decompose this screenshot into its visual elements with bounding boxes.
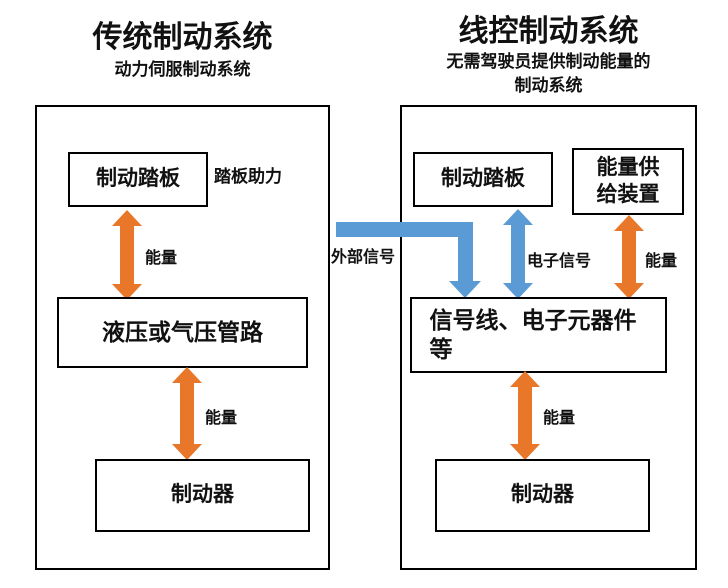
right-subtitle: 无需驾驶员提供制动能量的 制动系统 — [392, 50, 705, 98]
left-energy-arrow-bottom — [172, 367, 202, 460]
left-subtitle: 动力伺服制动系统 — [114, 60, 251, 79]
right-brake-box: 制动器 — [435, 459, 650, 532]
left-pipeline-box: 液压或气压管路 — [57, 297, 308, 368]
right-subtitle-line2: 制动系统 — [514, 76, 583, 95]
arrowhead-down-icon — [614, 283, 644, 299]
supply-energy-arrow — [614, 215, 644, 299]
arrow-shaft — [180, 383, 194, 444]
arrowhead-up-icon — [503, 209, 533, 225]
arrow-shaft — [518, 387, 532, 444]
external-signal-label: 外部信号 — [331, 249, 396, 266]
electronic-signal-arrow — [503, 209, 533, 299]
left-energy-arrow-top — [112, 210, 142, 300]
arrowhead-up-icon — [172, 367, 202, 383]
arrow-shaft — [511, 225, 525, 283]
arrow-shaft — [622, 231, 636, 283]
left-energy-label-bottom: 能量 — [205, 410, 238, 427]
signal-components-box: 信号线、电子元器件等 — [410, 297, 667, 373]
arrowhead-up-icon — [112, 210, 142, 226]
electronic-signal-label: 电子信号 — [527, 253, 592, 270]
left-pedal-box: 制动踏板 — [68, 152, 208, 207]
external-signal-arrowhead-icon — [449, 281, 481, 298]
signal-components-text: 信号线、电子元器件等 — [429, 307, 637, 362]
arrowhead-down-icon — [112, 284, 142, 300]
energy-supply-text: 能量供给装置 — [596, 156, 660, 206]
left-title: 传统制动系统 — [92, 21, 273, 54]
right-frame — [400, 105, 697, 570]
left-brake-box: 制动器 — [95, 459, 310, 532]
arrowhead-up-icon — [614, 215, 644, 231]
external-signal-arrow-vertical — [458, 222, 473, 282]
arrow-shaft — [120, 226, 134, 284]
left-energy-label-top: 能量 — [145, 250, 178, 267]
external-signal-arrow-horizontal — [336, 222, 473, 237]
arrowhead-down-icon — [172, 444, 202, 460]
supply-energy-label: 能量 — [645, 253, 678, 270]
right-subtitle-line1: 无需驾驶员提供制动能量的 — [446, 52, 651, 71]
arrowhead-down-icon — [510, 444, 540, 460]
pedal-assist-label: 踏板助力 — [214, 167, 282, 186]
right-pedal-box: 制动踏板 — [413, 152, 553, 207]
arrowhead-down-icon — [503, 283, 533, 299]
arrowhead-up-icon — [510, 371, 540, 387]
energy-supply-box: 能量供给装置 — [572, 148, 684, 215]
left-frame — [35, 105, 330, 570]
right-energy-label-bottom: 能量 — [543, 410, 576, 427]
right-energy-arrow-bottom — [510, 371, 540, 460]
right-title: 线控制动系统 — [458, 15, 639, 48]
